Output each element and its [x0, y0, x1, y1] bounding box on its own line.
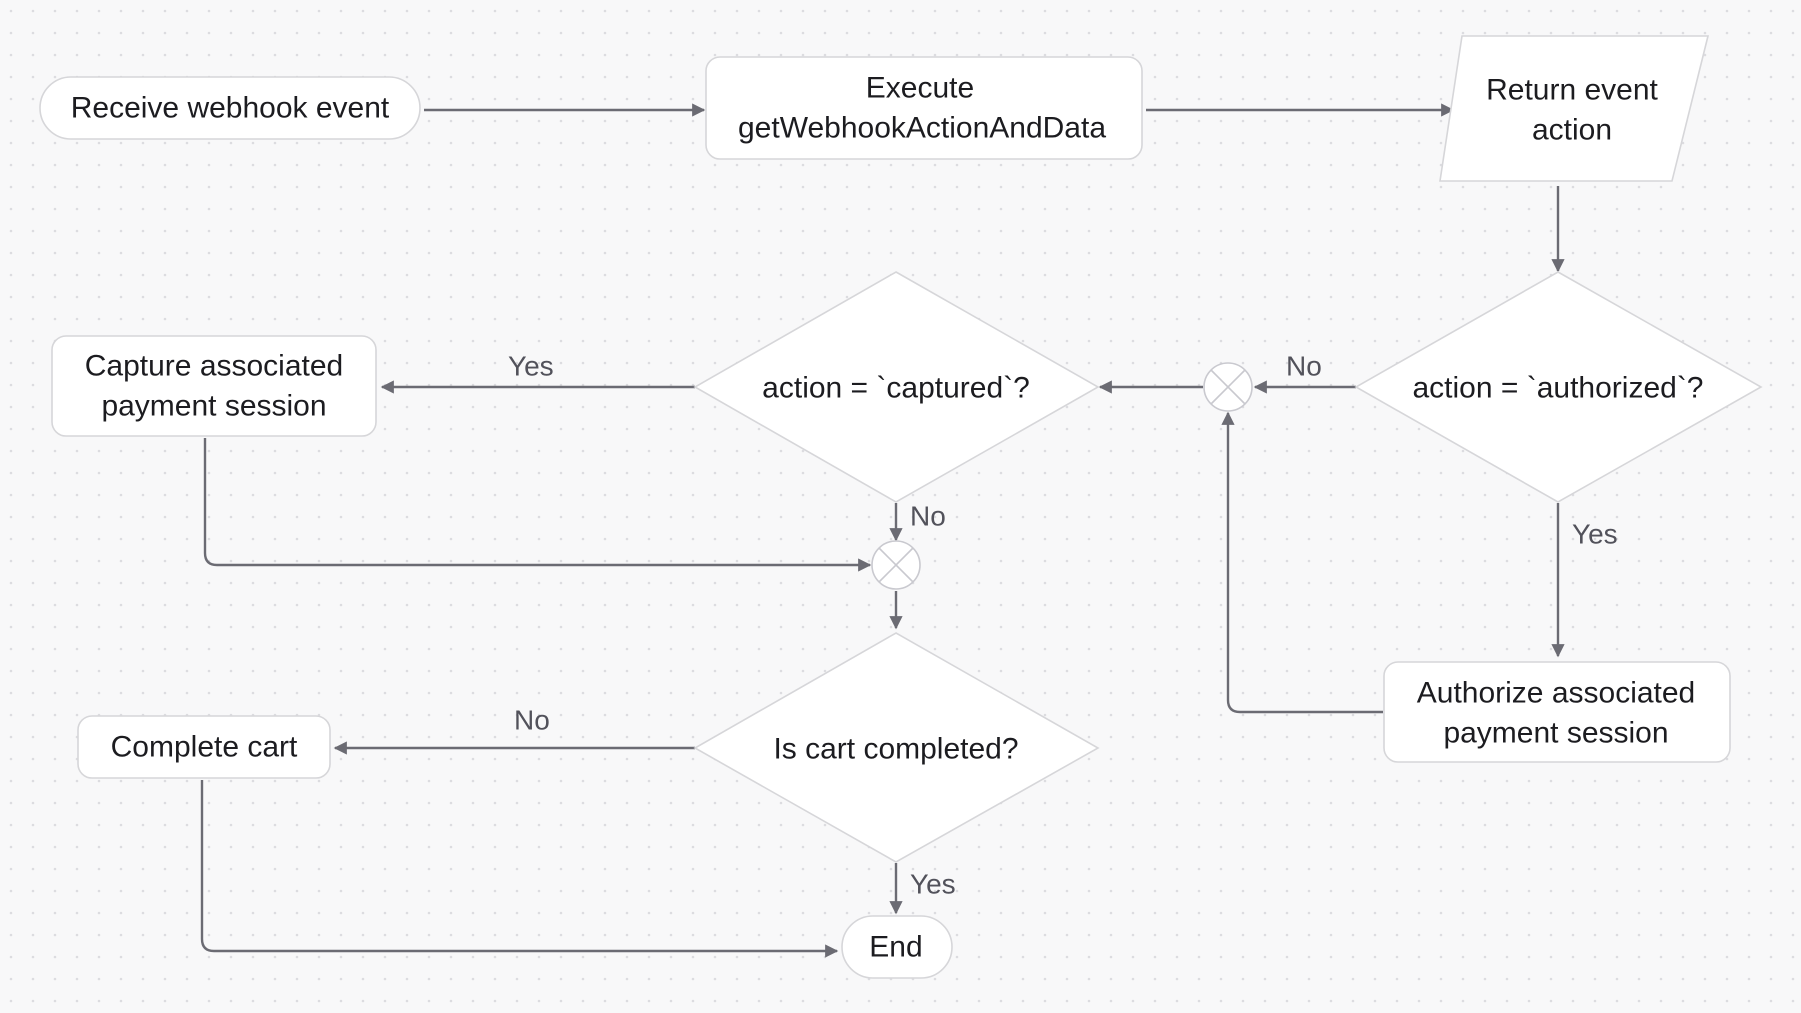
node-end-shape — [841, 915, 953, 979]
node-decision-captured[interactable]: action = `captured`? — [693, 271, 1100, 503]
node-receive-label: Receive webhook event — [71, 92, 390, 125]
edges — [200, 103, 1565, 958]
node-decision-cart-completed[interactable]: Is cart completed? — [693, 632, 1100, 863]
edge-capture-to-junction — [203, 438, 872, 572]
junction-lower — [871, 540, 921, 590]
junction-lower-x-b — [878, 547, 914, 583]
node-authorize-shape — [1383, 661, 1731, 763]
node-decision-authorized-label: action = `authorized`? — [1412, 372, 1703, 405]
node-capture-shape — [51, 335, 377, 437]
node-decision-captured-label: action = `captured`? — [762, 372, 1030, 405]
node-decision-captured-shape — [693, 271, 1100, 503]
node-capture-payment-session[interactable]: Capture associated payment session — [51, 335, 377, 437]
label-authorized-no: No — [1286, 351, 1322, 382]
node-decision-authorized[interactable]: action = `authorized`? — [1354, 271, 1763, 503]
node-decision-cart-shape — [693, 632, 1100, 863]
node-authorize-label-line2: payment session — [1443, 717, 1668, 750]
edge-authorize-to-junction — [1221, 411, 1383, 714]
node-return-shape — [1439, 35, 1710, 182]
junction-upper-x-b — [1210, 369, 1246, 405]
node-return-label-line2: action — [1532, 114, 1612, 147]
edge-complete-to-end — [200, 780, 839, 958]
node-decision-cart-label: Is cart completed? — [773, 733, 1018, 766]
node-capture-label-line2: payment session — [101, 390, 326, 423]
node-return-event-action[interactable]: Return event action — [1439, 35, 1710, 182]
node-execute-label-line1: Execute — [866, 72, 974, 105]
node-receive-shape — [39, 76, 421, 140]
junction-upper — [1203, 362, 1253, 412]
node-complete-cart-shape — [77, 715, 331, 779]
node-receive-webhook-event[interactable]: Receive webhook event — [39, 76, 421, 140]
node-complete-cart[interactable]: Complete cart — [77, 715, 331, 779]
edge-labels: No Yes Yes No No Yes — [508, 351, 1618, 900]
node-execute-shape — [705, 56, 1143, 160]
node-decision-authorized-shape — [1354, 271, 1763, 503]
label-authorized-yes: Yes — [1572, 519, 1618, 550]
node-execute-action[interactable]: Execute getWebhookActionAndData — [705, 56, 1143, 160]
label-cart-no: No — [514, 705, 550, 736]
node-end[interactable]: End — [841, 915, 953, 979]
label-captured-yes: Yes — [508, 351, 554, 382]
node-end-label: End — [869, 931, 922, 964]
label-captured-no: No — [910, 501, 946, 532]
node-complete-cart-label: Complete cart — [111, 731, 298, 764]
node-authorize-label-line1: Authorize associated — [1417, 677, 1696, 710]
label-cart-yes: Yes — [910, 869, 956, 900]
node-authorize-payment-session[interactable]: Authorize associated payment session — [1383, 661, 1731, 763]
node-return-label-line1: Return event — [1486, 74, 1658, 107]
node-execute-label-line2: getWebhookActionAndData — [738, 112, 1106, 145]
node-capture-label-line1: Capture associated — [85, 350, 344, 383]
